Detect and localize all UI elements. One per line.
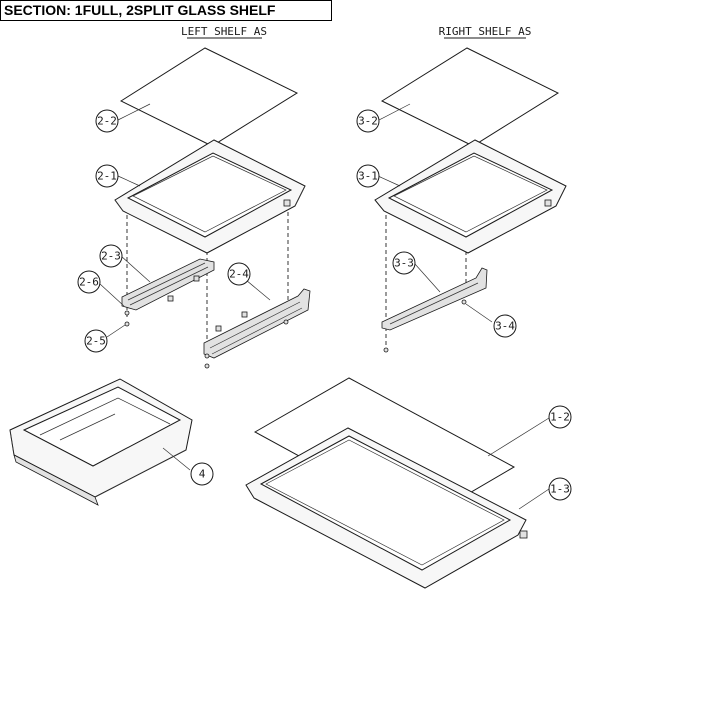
heading-left-shelf: LEFT SHELF AS [181,25,267,39]
right-bracket [381,267,488,353]
callout-1-3: 1-3 [548,477,572,501]
callout-2-4: 2-4 [227,262,251,286]
svg-text:4: 4 [199,468,206,481]
svg-text:2-4: 2-4 [229,268,249,281]
callout-1-2: 1-2 [548,405,572,429]
crisper-drawer [9,378,193,506]
svg-text:2-1: 2-1 [97,170,117,183]
section-title: SECTION: 1FULL, 2SPLIT GLASS SHELF [0,0,332,21]
callout-3-1: 3-1 [356,164,380,188]
callout-3-2: 3-2 [356,109,380,133]
callout-2-1: 2-1 [95,164,119,188]
left-glass-panel [119,47,299,147]
svg-text:2-2: 2-2 [97,115,117,128]
callout-2-5: 2-5 [84,329,108,353]
heading-right-shelf: RIGHT SHELF AS [439,25,532,39]
right-glass-panel [380,47,560,147]
svg-text:LEFT SHELF AS: LEFT SHELF AS [181,25,267,38]
callout-3-4: 3-4 [493,314,517,338]
svg-text:3-2: 3-2 [358,115,378,128]
right-shelf-frame [374,139,567,254]
svg-text:RIGHT SHELF AS: RIGHT SHELF AS [439,25,532,38]
svg-text:3-4: 3-4 [495,320,515,333]
left-bracket-inner [121,258,215,327]
callout-2-6: 2-6 [77,270,101,294]
svg-text:3-1: 3-1 [358,170,378,183]
svg-text:2-6: 2-6 [79,276,99,289]
svg-text:2-5: 2-5 [86,335,106,348]
callout-2-2: 2-2 [95,109,119,133]
full-shelf-frame [245,427,528,589]
callout-4: 4 [190,462,214,486]
svg-text:3-3: 3-3 [394,257,414,270]
callout-3-3: 3-3 [392,251,416,275]
left-bracket-outer [203,288,311,369]
svg-text:2-3: 2-3 [101,250,121,263]
svg-text:1-3: 1-3 [550,483,570,496]
svg-text:1-2: 1-2 [550,411,570,424]
left-shelf-frame [114,139,306,254]
callout-2-3: 2-3 [99,244,123,268]
